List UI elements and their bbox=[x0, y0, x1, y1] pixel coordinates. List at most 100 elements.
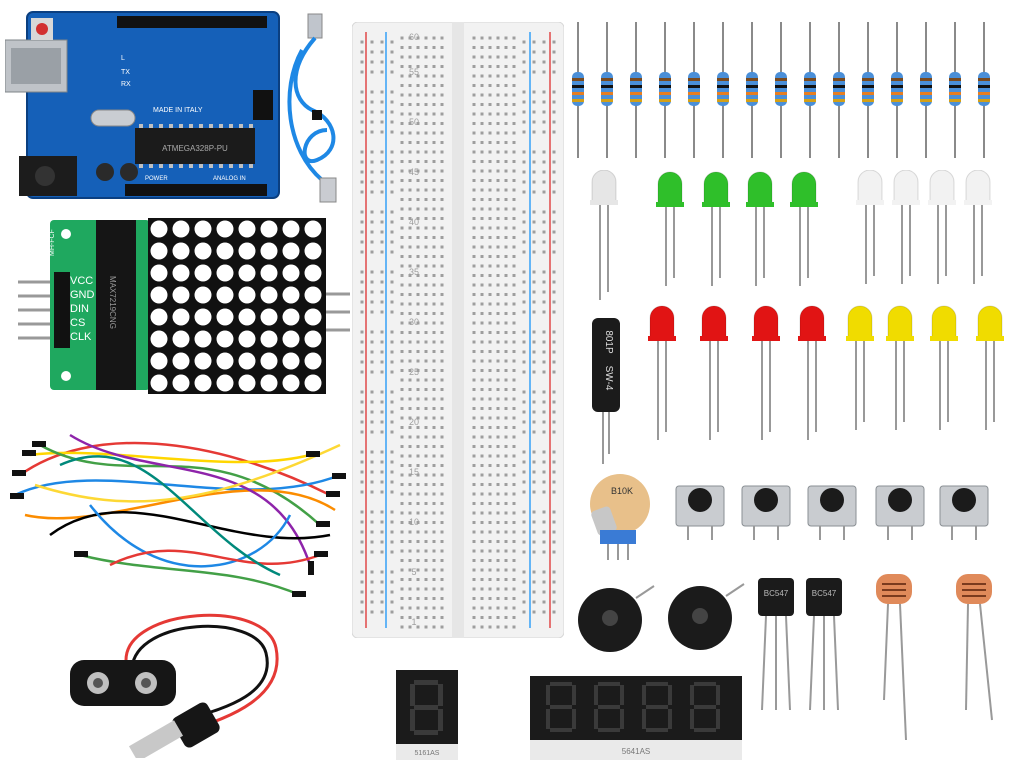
led bbox=[649, 305, 675, 341]
led bbox=[703, 171, 729, 207]
segment bbox=[642, 685, 646, 705]
arduino-made-in: MADE IN ITALY bbox=[153, 107, 203, 114]
pin-label-gnd: GND bbox=[70, 289, 95, 301]
matrix-dot bbox=[194, 242, 212, 260]
matrix-dot bbox=[282, 264, 300, 282]
matrix-dot bbox=[216, 220, 234, 238]
matrix-dot bbox=[172, 330, 190, 348]
matrix-dot bbox=[216, 330, 234, 348]
matrix-dot bbox=[304, 220, 322, 238]
led bbox=[857, 169, 883, 205]
matrix-dot bbox=[260, 352, 278, 370]
matrix-dot bbox=[304, 352, 322, 370]
bb-row-label: 10 bbox=[409, 517, 419, 527]
led bbox=[747, 171, 773, 207]
matrix-dot bbox=[172, 352, 190, 370]
arduino-label-tx: TX bbox=[121, 69, 130, 76]
transistor-text: BC547 bbox=[764, 589, 789, 598]
led bbox=[965, 169, 991, 205]
pin-label-din: DIN bbox=[70, 303, 89, 315]
matrix-dot bbox=[216, 374, 234, 392]
segment bbox=[594, 709, 598, 729]
matrix-dot bbox=[282, 220, 300, 238]
segment bbox=[598, 728, 620, 732]
matrix-dot bbox=[216, 352, 234, 370]
matrix-dot bbox=[238, 308, 256, 326]
matrix-dot bbox=[238, 374, 256, 392]
bb-row-label: 55 bbox=[409, 67, 419, 77]
matrix-dot bbox=[150, 220, 168, 238]
bb-row-label: 60 bbox=[409, 32, 419, 42]
tilt-text-2: SW-4 bbox=[603, 366, 614, 391]
segment bbox=[646, 682, 668, 686]
bb-row-label: 15 bbox=[409, 467, 419, 477]
bb-row-label: 5 bbox=[411, 567, 416, 577]
led bbox=[753, 305, 779, 341]
matrix-dot bbox=[194, 374, 212, 392]
matrix-dot bbox=[260, 308, 278, 326]
matrix-dot bbox=[150, 352, 168, 370]
matrix-dot bbox=[194, 286, 212, 304]
matrix-dot bbox=[304, 330, 322, 348]
led bbox=[701, 305, 727, 341]
bb-row-label: 50 bbox=[409, 117, 419, 127]
bb-row-label: 25 bbox=[409, 367, 419, 377]
seven-seg-single-text: 5161AS bbox=[415, 750, 440, 757]
arduino-label-l: L bbox=[121, 55, 125, 62]
seven-segment-single: 5161AS bbox=[396, 670, 458, 760]
segment bbox=[620, 709, 624, 729]
matrix-dot bbox=[172, 308, 190, 326]
pin-label-vcc: VCC bbox=[70, 275, 94, 287]
matrix-dot bbox=[238, 330, 256, 348]
matrix-dot bbox=[150, 330, 168, 348]
segment bbox=[550, 682, 572, 686]
segment bbox=[668, 685, 672, 705]
transistor-text: BC547 bbox=[812, 589, 837, 598]
segment bbox=[668, 709, 672, 729]
seven-seg-quad-text: 5641AS bbox=[622, 747, 650, 756]
arduino-label-power: POWER bbox=[145, 176, 168, 182]
matrix-dot bbox=[216, 286, 234, 304]
matrix-dot bbox=[260, 220, 278, 238]
matrix-dot bbox=[216, 308, 234, 326]
matrix-dot bbox=[282, 330, 300, 348]
segment bbox=[694, 728, 716, 732]
led bbox=[847, 305, 873, 341]
matrix-dot bbox=[216, 242, 234, 260]
segment bbox=[546, 685, 550, 705]
buzzer-pair bbox=[578, 583, 745, 652]
segment bbox=[598, 682, 620, 686]
segment bbox=[546, 709, 550, 729]
matrix-dot bbox=[194, 352, 212, 370]
matrix-dot bbox=[150, 286, 168, 304]
matrix-dot bbox=[238, 220, 256, 238]
bb-row-label: 1 bbox=[411, 617, 416, 627]
matrix-dot bbox=[194, 220, 212, 238]
segment bbox=[690, 709, 694, 729]
battery-clip-9v bbox=[70, 613, 279, 758]
matrix-dot bbox=[260, 374, 278, 392]
matrix-dot bbox=[172, 220, 190, 238]
matrix-dot bbox=[260, 242, 278, 260]
matrix-dot bbox=[172, 286, 190, 304]
matrix-dot bbox=[282, 374, 300, 392]
matrix-dot bbox=[150, 242, 168, 260]
matrix-dot bbox=[150, 264, 168, 282]
matrix-dot bbox=[304, 286, 322, 304]
led bbox=[791, 171, 817, 207]
matrix-dot bbox=[238, 242, 256, 260]
matrix-dot bbox=[282, 308, 300, 326]
led-matrix-module: MH-FCF MAX7219CNG VCC GND DIN CS CLK bbox=[14, 216, 350, 396]
matrix-dot bbox=[194, 264, 212, 282]
segment bbox=[550, 705, 572, 709]
arduino-label-rx: RX bbox=[121, 81, 131, 88]
segment bbox=[620, 685, 624, 705]
arduino-uno-board: ATMEGA328P-PU MADE IN ITALY TX RX L POWE… bbox=[5, 11, 280, 199]
tilt-switch: 801P SW-4 bbox=[592, 318, 620, 464]
tilt-text-1: 801P bbox=[603, 330, 614, 354]
segment bbox=[716, 685, 720, 705]
matrix-chip-text: MAX7219CNG bbox=[108, 276, 117, 329]
led-group bbox=[580, 169, 1020, 450]
led bbox=[931, 305, 957, 341]
matrix-dot bbox=[238, 264, 256, 282]
